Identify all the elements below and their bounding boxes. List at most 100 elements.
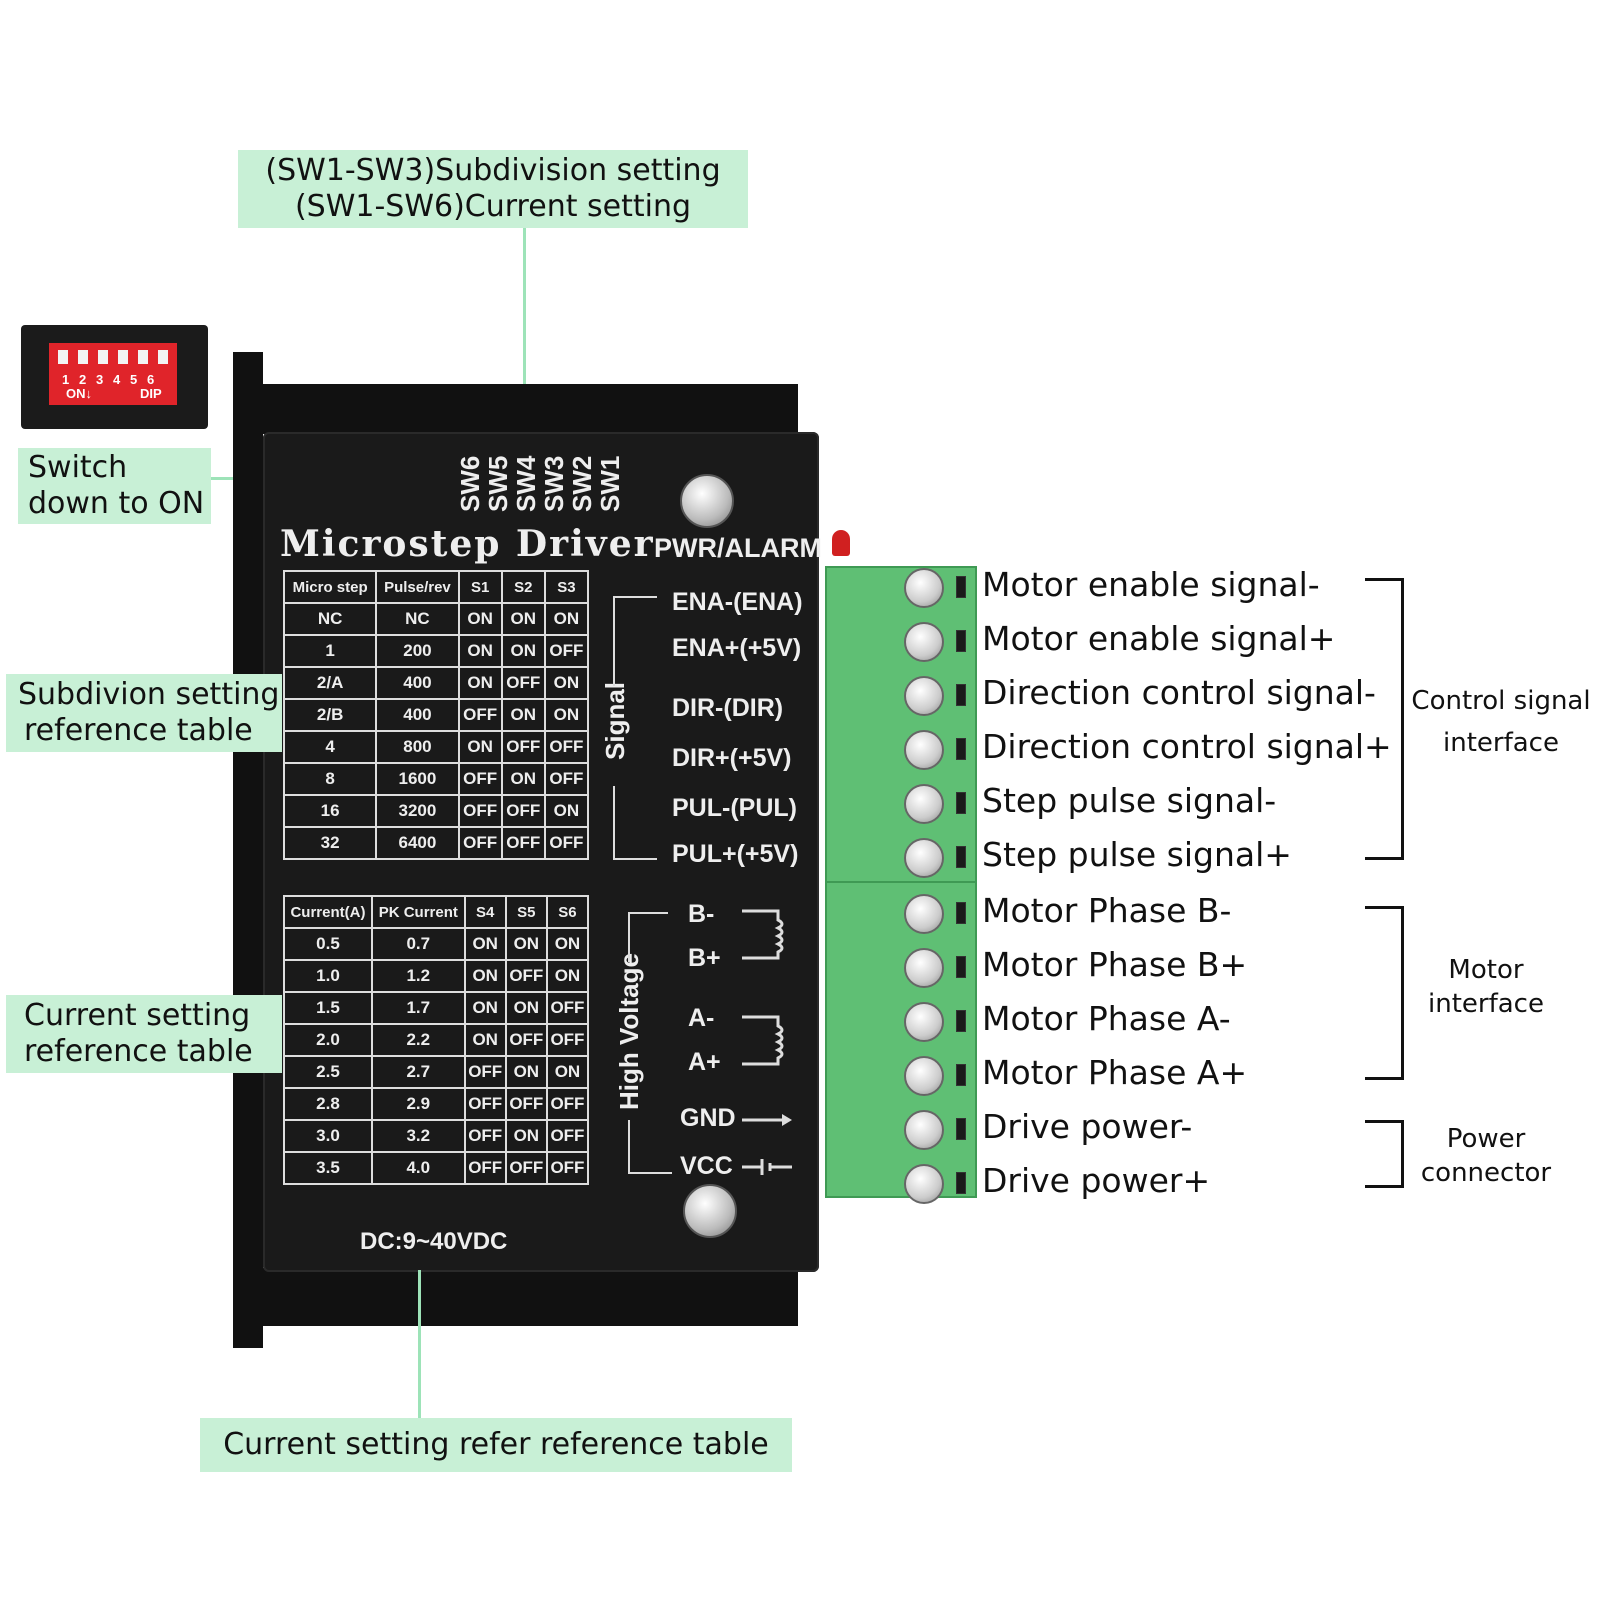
terminal-screw[interactable] — [904, 838, 944, 878]
dip-key — [98, 350, 108, 364]
motor-interface-bracket — [1365, 906, 1404, 1080]
table-cell: 0.7 — [370, 927, 466, 961]
dip-number: 3 — [96, 372, 104, 387]
dip-switch-image — [21, 325, 208, 429]
group-label-line: Power — [1446, 1124, 1526, 1154]
callout-line: reference table — [24, 1034, 253, 1069]
table-cell: 1.0 — [283, 959, 373, 993]
table-cell: 2.2 — [370, 1023, 466, 1057]
table-cell: 8 — [282, 762, 378, 796]
table-cell: OFF — [463, 1151, 507, 1185]
table-cell: NC — [375, 602, 460, 636]
terminal-screw[interactable] — [904, 1164, 944, 1204]
table-cell: OFF — [545, 991, 590, 1025]
table-cell: OFF — [545, 1023, 590, 1057]
group-label-line: interface — [1428, 989, 1544, 1019]
table-cell: OFF — [463, 1055, 507, 1089]
terminal-screw[interactable] — [904, 1056, 944, 1096]
table-cell: 1 — [282, 634, 378, 668]
terminal-wire-slot[interactable] — [956, 576, 966, 598]
table-cell: OFF — [463, 1119, 507, 1153]
terminal-screw[interactable] — [904, 622, 944, 662]
table-header-cell: S4 — [463, 895, 507, 929]
table-cell: 2/B — [282, 698, 378, 732]
pwr-alarm-label: PWR/ALARM — [654, 533, 822, 563]
table-cell: ON — [463, 1023, 507, 1057]
terminal-wire-slot[interactable] — [956, 738, 966, 760]
table-cell: ON — [543, 666, 590, 700]
terminal-label: Drive power+ — [982, 1161, 1211, 1200]
table-cell: 2.0 — [283, 1023, 373, 1057]
terminal-screw[interactable] — [904, 676, 944, 716]
table-cell: 200 — [375, 634, 460, 668]
table-cell: OFF — [500, 826, 546, 860]
table-cell: OFF — [504, 1023, 548, 1057]
terminal-wire-slot[interactable] — [956, 792, 966, 814]
terminal-screw[interactable] — [904, 1110, 944, 1150]
sw-label: SW4 — [511, 455, 541, 512]
terminal-wire-slot[interactable] — [956, 684, 966, 706]
terminal-wire-slot[interactable] — [956, 956, 966, 978]
dip-on-label: ON↓ — [66, 386, 92, 401]
table-cell: OFF — [543, 762, 590, 796]
table-cell: ON — [545, 959, 590, 993]
dip-number: 4 — [113, 372, 121, 387]
terminal-wire-slot[interactable] — [956, 1118, 966, 1140]
motor-interface-group-label: Motor interface — [1402, 953, 1570, 1021]
table-cell: OFF — [543, 634, 590, 668]
terminal-screw[interactable] — [904, 948, 944, 988]
callout-line: reference table — [24, 713, 253, 748]
table-cell: OFF — [504, 1151, 548, 1185]
table-cell: 1.2 — [370, 959, 466, 993]
terminal-wire-slot[interactable] — [956, 902, 966, 924]
table-header-cell: S1 — [457, 570, 503, 604]
terminal-label: Step pulse signal- — [982, 781, 1277, 820]
terminal-screw[interactable] — [904, 730, 944, 770]
switch-callout: Switch down to ON — [18, 448, 211, 524]
terminal-wire-slot[interactable] — [956, 630, 966, 652]
power-connector-bracket — [1365, 1120, 1404, 1188]
terminal-wire-slot[interactable] — [956, 1064, 966, 1086]
table-cell: 3.2 — [370, 1119, 466, 1153]
group-label-line: connector — [1420, 1158, 1552, 1188]
panel-screw-bottom — [683, 1184, 737, 1238]
control-terminal-block — [825, 566, 977, 885]
terminal-wire-slot[interactable] — [956, 1010, 966, 1032]
table-cell: ON — [457, 666, 503, 700]
status-led — [832, 530, 850, 556]
signal-pin-label: DIR+(+5V) — [672, 744, 792, 772]
callout-line: down to ON — [28, 486, 205, 521]
signal-pin-label: ENA-(ENA) — [672, 588, 803, 616]
table-cell: 2.5 — [283, 1055, 373, 1089]
hv-bracket-vertical — [628, 1120, 630, 1174]
table-cell: 6400 — [375, 826, 460, 860]
dip-number: 6 — [147, 372, 155, 387]
table-cell: ON — [543, 698, 590, 732]
terminal-screw[interactable] — [904, 1002, 944, 1042]
terminal-wire-slot[interactable] — [956, 1172, 966, 1194]
signal-bracket-vertical — [613, 596, 615, 686]
power-terminal-block — [825, 881, 977, 1198]
coil-a-symbol — [742, 1015, 784, 1066]
table-cell: OFF — [457, 794, 503, 828]
terminal-screw[interactable] — [904, 568, 944, 608]
dip-key — [118, 350, 128, 364]
signal-pin-label: PUL+(+5V) — [672, 840, 799, 868]
terminal-screw[interactable] — [904, 784, 944, 824]
table-cell: ON — [504, 927, 548, 961]
terminal-label: Motor Phase B+ — [982, 945, 1248, 984]
terminal-screw[interactable] — [904, 894, 944, 934]
table-cell: 2.8 — [283, 1087, 373, 1121]
table-cell: 2.7 — [370, 1055, 466, 1089]
table-header-cell: S3 — [543, 570, 590, 604]
table-cell: OFF — [504, 959, 548, 993]
bottom-callout: Current setting refer reference table — [200, 1418, 792, 1472]
terminal-wire-slot[interactable] — [956, 846, 966, 868]
